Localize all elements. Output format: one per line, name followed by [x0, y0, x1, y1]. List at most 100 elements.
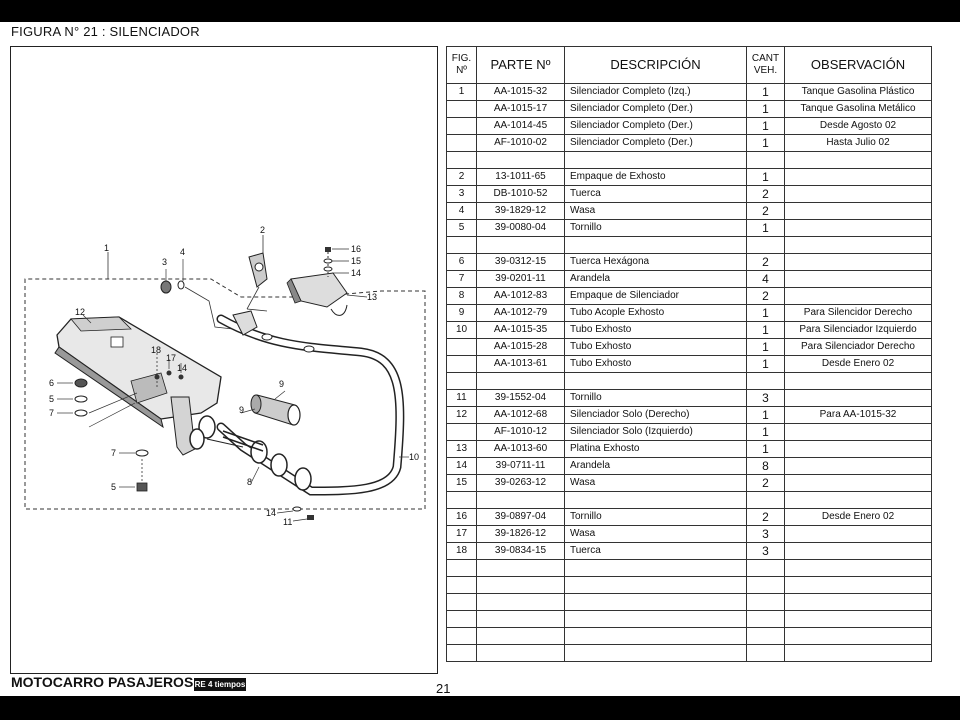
fig-cell: 15 — [446, 474, 477, 492]
observation-cell — [784, 491, 932, 509]
fig-cell — [446, 423, 477, 441]
nut-washer-top — [160, 259, 234, 330]
description-cell: Arandela — [564, 457, 747, 475]
quantity-cell: 3 — [746, 389, 785, 407]
part-number-cell — [476, 151, 565, 169]
table-row — [446, 644, 932, 662]
quantity-cell: 1 — [746, 168, 785, 186]
description-cell — [564, 627, 747, 645]
callout-2: 2 — [260, 225, 265, 235]
quantity-cell — [746, 236, 785, 254]
quantity-cell: 2 — [746, 287, 785, 305]
description-cell: Tornillo — [564, 219, 747, 237]
fig-cell: 6 — [446, 253, 477, 271]
part-number-cell: 39-0080-04 — [476, 219, 565, 237]
observation-cell — [784, 287, 932, 305]
callout-3: 3 — [162, 257, 167, 267]
description-cell: Silenciador Completo (Der.) — [564, 117, 747, 135]
part-number-cell — [476, 610, 565, 628]
assembly-boundary — [24, 278, 426, 510]
observation-cell — [784, 627, 932, 645]
part-number-cell — [476, 559, 565, 577]
quantity-cell: 4 — [746, 270, 785, 288]
callout-labels: 1 2 3 4 16 15 14 13 12 18 17 14 9 9 6 5 … — [49, 225, 419, 527]
description-cell — [564, 559, 747, 577]
observation-cell: Tanque Gasolina Plástico — [784, 83, 932, 101]
observation-cell — [784, 236, 932, 254]
observation-cell — [784, 457, 932, 475]
observation-cell — [784, 593, 932, 611]
observation-cell — [784, 202, 932, 220]
table-row — [446, 491, 932, 509]
fig-cell: 10 — [446, 321, 477, 339]
fig-cell — [446, 610, 477, 628]
fig-cell: 13 — [446, 440, 477, 458]
observation-cell: Para Silencidor Derecho — [784, 304, 932, 322]
observation-cell — [784, 151, 932, 169]
description-cell: Tubo Exhosto — [564, 355, 747, 373]
quantity-cell — [746, 559, 785, 577]
quantity-cell: 3 — [746, 542, 785, 560]
quantity-cell: 1 — [746, 219, 785, 237]
observation-cell — [784, 423, 932, 441]
header-fig: FIG. Nº — [446, 46, 477, 84]
observation-cell — [784, 542, 932, 560]
header-observacion: OBSERVACIÓN — [784, 46, 932, 84]
observation-cell — [784, 525, 932, 543]
description-cell: Tuerca — [564, 185, 747, 203]
fig-cell: 5 — [446, 219, 477, 237]
exhaust-plate-part — [286, 272, 368, 316]
exploded-diagram-panel: 1 2 3 4 16 15 14 13 12 18 17 14 9 9 6 5 … — [10, 46, 438, 674]
description-cell — [564, 610, 747, 628]
observation-cell — [784, 253, 932, 271]
coupling-tube-part — [222, 394, 301, 452]
observation-cell — [784, 270, 932, 288]
callout-14c: 14 — [266, 508, 276, 518]
observation-cell — [784, 389, 932, 407]
callout-14a: 14 — [351, 268, 361, 278]
fig-cell: 18 — [446, 542, 477, 560]
fig-cell: 7 — [446, 270, 477, 288]
description-cell: Tubo Exhosto — [564, 321, 747, 339]
table-row — [446, 627, 932, 645]
part-number-cell: DB-1010-52 — [476, 185, 565, 203]
quantity-cell — [746, 610, 785, 628]
fig-cell: 17 — [446, 525, 477, 543]
lower-fasteners — [119, 449, 149, 492]
part-number-cell: AF-1010-02 — [476, 134, 565, 152]
parts-table: FIG. Nº PARTE Nº DESCRIPCIÓN CANT VEH. O… — [446, 46, 932, 662]
part-number-cell: AA-1012-68 — [476, 406, 565, 424]
observation-cell: Para Silenciador Izquierdo — [784, 321, 932, 339]
description-cell: Tornillo — [564, 508, 747, 526]
description-cell — [564, 491, 747, 509]
quantity-cell: 2 — [746, 508, 785, 526]
part-number-cell: AA-1015-28 — [476, 338, 565, 356]
bottom-fasteners — [276, 506, 314, 522]
callout-1: 1 — [104, 243, 109, 253]
observation-cell — [784, 219, 932, 237]
fig-cell: 14 — [446, 457, 477, 475]
callout-6: 6 — [49, 378, 54, 388]
observation-cell — [784, 372, 932, 390]
description-cell: Silenciador Completo (Izq.) — [564, 83, 747, 101]
quantity-cell: 2 — [746, 474, 785, 492]
part-number-cell — [476, 644, 565, 662]
observation-cell: Para Silenciador Derecho — [784, 338, 932, 356]
quantity-cell — [746, 644, 785, 662]
description-cell: Silenciador Solo (Derecho) — [564, 406, 747, 424]
table-row — [446, 236, 932, 254]
callout-5a: 5 — [49, 394, 54, 404]
part-number-cell: 39-0834-15 — [476, 542, 565, 560]
description-cell — [564, 236, 747, 254]
